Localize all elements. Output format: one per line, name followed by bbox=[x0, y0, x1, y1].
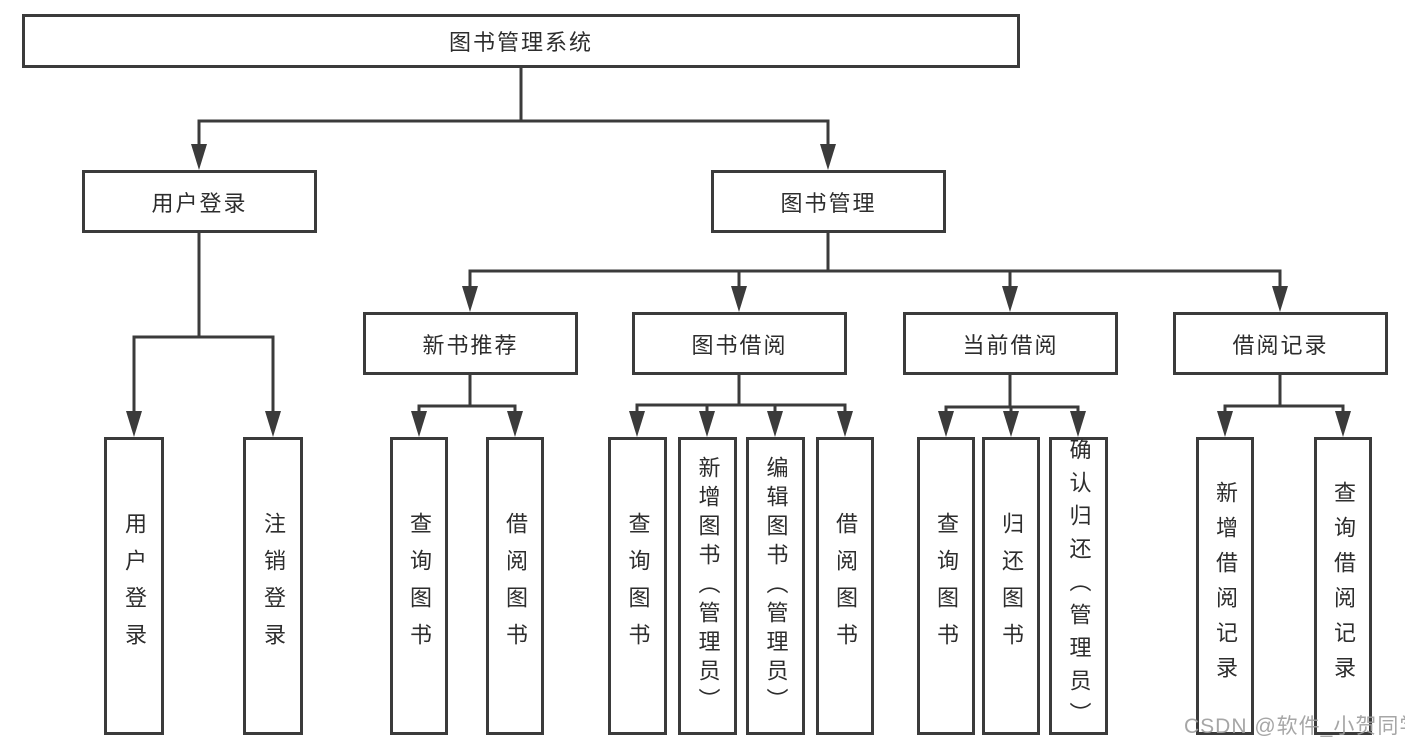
leaf-records-add-record: 新增借阅记录 bbox=[1196, 437, 1254, 735]
leaf-user-login: 用户登录 bbox=[104, 437, 164, 735]
leaf-current-confirm-return-admin-label: 确认归还（管理员） bbox=[1066, 437, 1092, 735]
arrowhead-to-leaf-newbook-borrow bbox=[507, 411, 523, 437]
arrowhead-to-leaf-logout bbox=[265, 411, 281, 437]
connector-root-to-level2 bbox=[197, 66, 830, 148]
node-book-borrowing: 图书借阅 bbox=[632, 312, 847, 375]
connector-new-book-recommend-to-leaves bbox=[417, 373, 517, 414]
leaf-newbook-query-books: 查询图书 bbox=[390, 437, 448, 735]
leaf-borrow-borrow-books: 借阅图书 bbox=[816, 437, 874, 735]
arrowhead-to-leaf-newbook-query bbox=[411, 411, 427, 437]
arrowhead-to-leaf-records-query bbox=[1335, 411, 1351, 437]
arrowhead-to-borrowing-records bbox=[1272, 286, 1288, 312]
arrowhead-to-leaf-current-confirm bbox=[1070, 411, 1086, 437]
leaf-newbook-borrow-books-label: 借阅图书 bbox=[503, 512, 528, 660]
arrowhead-to-leaf-current-return bbox=[1003, 411, 1019, 437]
arrowhead-to-book-borrowing bbox=[731, 286, 747, 312]
leaf-borrow-borrow-books-label: 借阅图书 bbox=[833, 512, 858, 660]
node-user-login: 用户登录 bbox=[82, 170, 317, 233]
leaf-current-return-books: 归还图书 bbox=[982, 437, 1040, 735]
arrowhead-to-leaf-borrow-query bbox=[629, 411, 645, 437]
arrowhead-to-user-login bbox=[191, 144, 207, 170]
node-borrowing-records: 借阅记录 bbox=[1173, 312, 1388, 375]
connector-current-borrowing-to-leaves bbox=[944, 373, 1080, 414]
node-root-label: 图书管理系统 bbox=[448, 30, 593, 55]
leaf-borrow-add-books-admin-label: 新增图书（管理员） bbox=[695, 455, 721, 717]
leaf-logout: 注销登录 bbox=[243, 437, 303, 735]
node-user-login-label: 用户登录 bbox=[151, 190, 248, 216]
node-book-borrowing-label: 图书借阅 bbox=[691, 332, 788, 358]
arrowhead-to-leaf-current-query bbox=[938, 411, 954, 437]
leaf-current-query-books-label: 查询图书 bbox=[934, 512, 959, 660]
leaf-user-login-label: 用户登录 bbox=[122, 512, 147, 660]
leaf-newbook-borrow-books: 借阅图书 bbox=[486, 437, 544, 735]
leaf-borrow-query-books: 查询图书 bbox=[608, 437, 667, 735]
leaf-records-add-record-label: 新增借阅记录 bbox=[1213, 481, 1238, 691]
leaf-records-query-record-label: 查询借阅记录 bbox=[1331, 481, 1356, 691]
arrowhead-to-book-management bbox=[820, 144, 836, 170]
node-new-book-recommend-label: 新书推荐 bbox=[422, 332, 519, 358]
node-current-borrowing: 当前借阅 bbox=[903, 312, 1118, 375]
connector-user-login-to-leaves bbox=[132, 231, 275, 414]
connector-borrowing-records-to-leaves bbox=[1223, 373, 1345, 414]
arrowhead-to-leaf-borrow-edit bbox=[767, 411, 783, 437]
leaf-borrow-query-books-label: 查询图书 bbox=[625, 512, 651, 660]
arrowhead-to-leaf-borrow-borrow bbox=[837, 411, 853, 437]
leaf-newbook-query-books-label: 查询图书 bbox=[407, 512, 432, 660]
leaf-current-return-books-label: 归还图书 bbox=[999, 512, 1024, 660]
connector-book-management-to-level3 bbox=[468, 231, 1282, 289]
node-new-book-recommend: 新书推荐 bbox=[363, 312, 578, 375]
node-borrowing-records-label: 借阅记录 bbox=[1232, 332, 1329, 358]
connector-book-borrowing-to-leaves bbox=[635, 373, 847, 414]
leaf-records-query-record: 查询借阅记录 bbox=[1314, 437, 1372, 735]
node-book-management: 图书管理 bbox=[711, 170, 946, 233]
node-root: 图书管理系统 bbox=[22, 14, 1020, 68]
arrowhead-to-leaf-records-add bbox=[1217, 411, 1233, 437]
leaf-borrow-add-books-admin: 新增图书（管理员） bbox=[678, 437, 737, 735]
leaf-current-confirm-return-admin: 确认归还（管理员） bbox=[1049, 437, 1108, 735]
leaf-logout-label: 注销登录 bbox=[261, 512, 286, 660]
leaf-borrow-edit-books-admin: 编辑图书（管理员） bbox=[746, 437, 805, 735]
arrowhead-to-leaf-user-login bbox=[126, 411, 142, 437]
arrowhead-to-current-borrowing bbox=[1002, 286, 1018, 312]
arrowhead-to-new-book-recommend bbox=[462, 286, 478, 312]
node-book-management-label: 图书管理 bbox=[780, 190, 877, 216]
node-current-borrowing-label: 当前借阅 bbox=[962, 332, 1059, 358]
arrowhead-to-leaf-borrow-add bbox=[699, 411, 715, 437]
csdn-watermark: CSDN @软件_小贺同学 bbox=[1184, 715, 1405, 738]
leaf-current-query-books: 查询图书 bbox=[917, 437, 975, 735]
leaf-borrow-edit-books-admin-label: 编辑图书（管理员） bbox=[763, 455, 789, 717]
